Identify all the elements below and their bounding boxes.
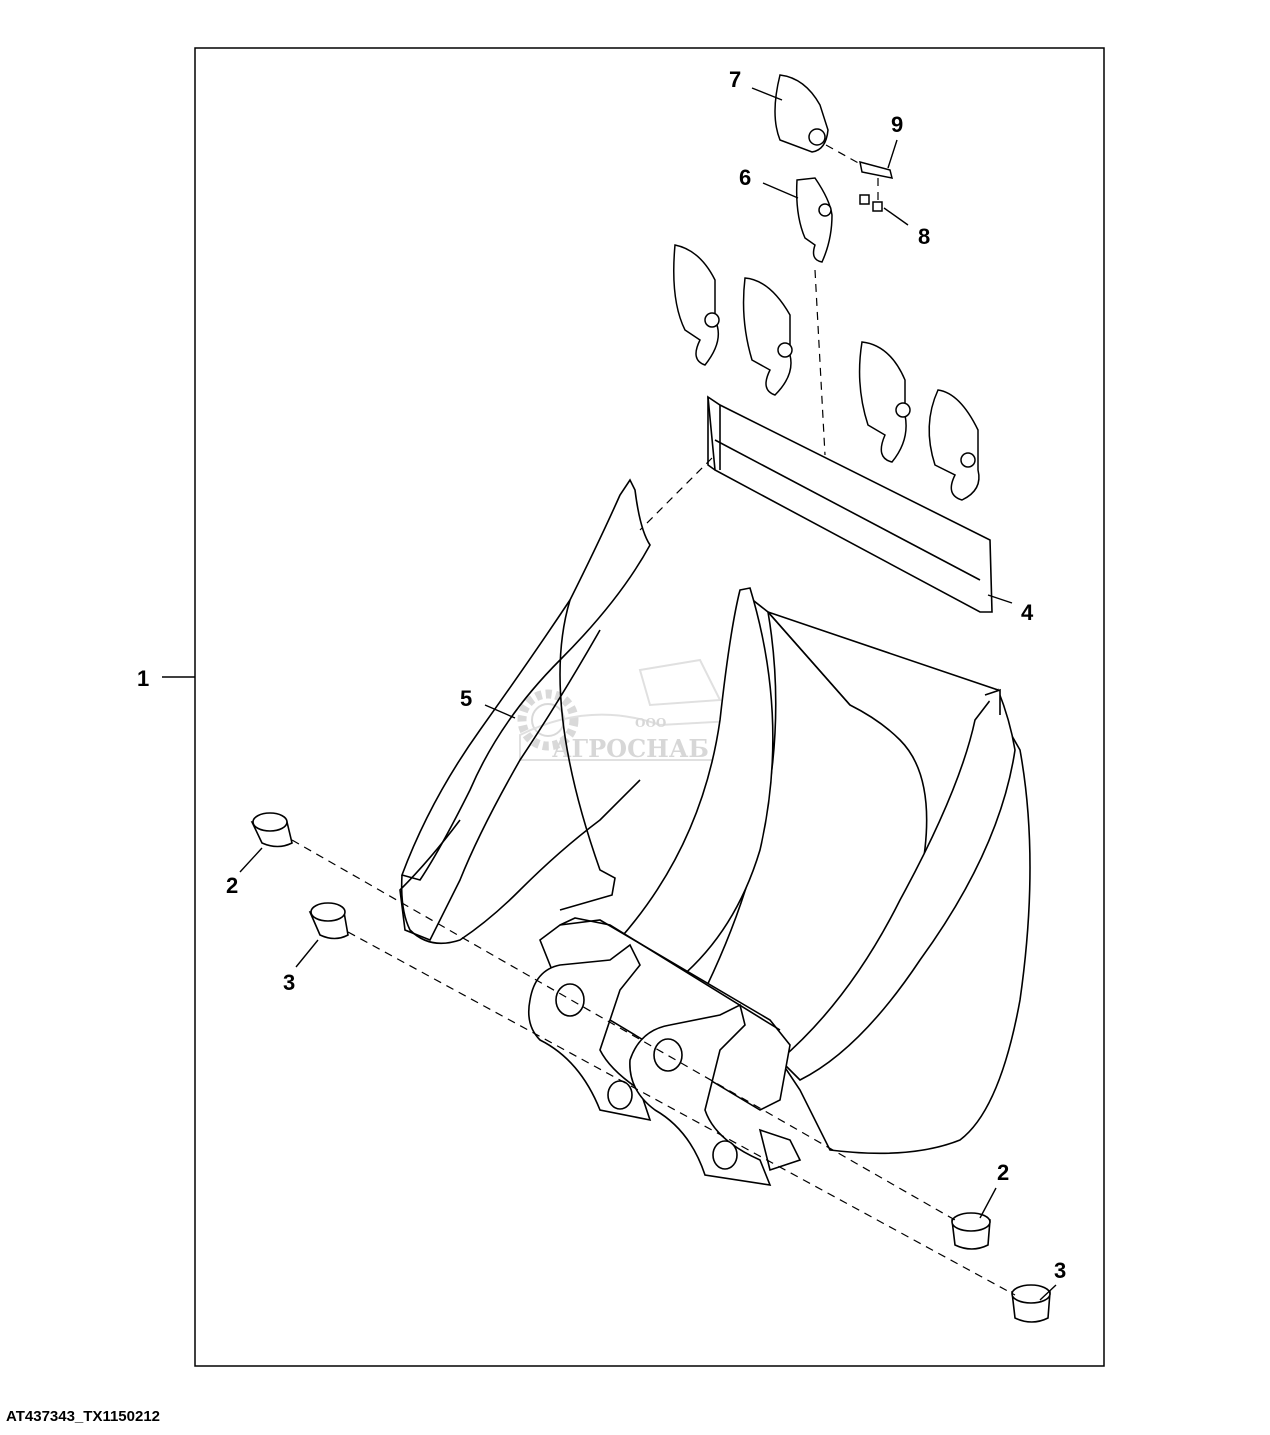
mounting-bracket <box>527 917 802 1187</box>
alignment-lines <box>291 144 1016 1296</box>
callout-3-right: 3 <box>1054 1258 1066 1283</box>
callout-4: 4 <box>1021 600 1034 625</box>
cutting-edge-part <box>707 395 993 613</box>
callout-8: 8 <box>918 224 930 249</box>
bucket-body <box>399 478 1031 1155</box>
watermark-logo: ООО АГРОСНАБ <box>517 658 754 763</box>
bushing-3-right <box>1011 1284 1051 1323</box>
bracket-hole <box>607 1080 633 1110</box>
callout-1: 1 <box>137 666 149 691</box>
callout-2-left: 2 <box>226 873 238 898</box>
callout-2-right: 2 <box>997 1160 1009 1185</box>
bracket-hole <box>555 983 585 1017</box>
callout-9: 9 <box>891 112 903 137</box>
callout-7: 7 <box>729 67 741 92</box>
figure-id: AT437343_TX1150212 <box>6 1408 161 1425</box>
bushing-2-left <box>250 812 293 848</box>
bracket-hole <box>712 1140 738 1170</box>
bushing-2-right <box>951 1212 991 1250</box>
callout-labels: 1 2 2 3 3 4 5 6 7 8 9 <box>137 67 1066 1283</box>
bushing-3-left <box>308 902 349 940</box>
callout-3-left: 3 <box>283 970 295 995</box>
callout-5: 5 <box>460 686 472 711</box>
bucket-teeth <box>673 74 980 501</box>
watermark-company: АГРОСНАБ <box>552 734 709 763</box>
bracket-hole <box>653 1038 683 1072</box>
assembly-frame <box>194 47 1105 1367</box>
callout-6: 6 <box>739 165 751 190</box>
leader-lines <box>162 87 1057 1301</box>
watermark-prefix: ООО <box>635 716 666 730</box>
